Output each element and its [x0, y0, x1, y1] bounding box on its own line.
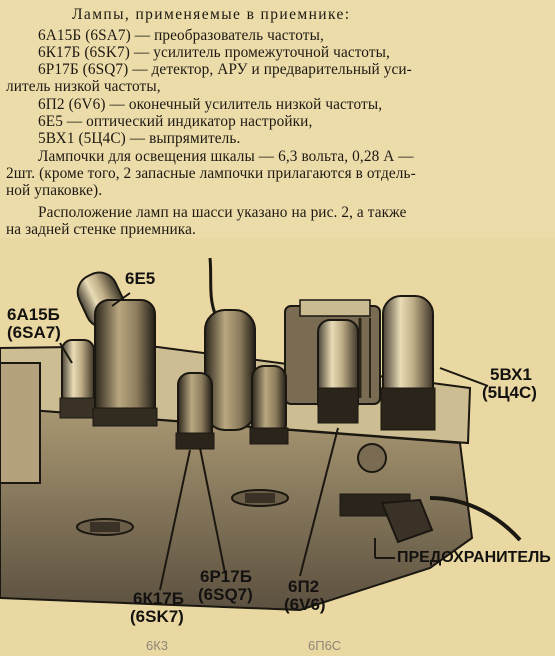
lamp-line-1: Лампочки для освещения шкалы — 6,3 вольт…: [38, 148, 414, 165]
label-5c4s: (5Ц4С): [482, 383, 537, 402]
tube-6k17b: [175, 372, 215, 450]
socket-1: [76, 518, 134, 536]
label-fuse: ПРЕДОХРАНИТЕЛЬ: [397, 549, 551, 566]
label-6sq7: (6SQ7): [198, 585, 253, 604]
label-6e5: 6Е5: [125, 269, 156, 288]
tube-line-3: 6Р17Б (6SQ7) — детектор, АРУ и предварит…: [38, 61, 412, 78]
label-6v6: (6V6): [284, 595, 326, 614]
tube-5vx1: [380, 295, 436, 431]
tubes-heading: Лампы, применяемые в приемнике:: [72, 6, 351, 23]
tube-6r17b: [249, 365, 289, 445]
label-6a15b: 6А15Б: [7, 305, 60, 324]
tube-line-2: 6К17Б (6SK7) — усилитель промежуточной ч…: [38, 44, 390, 61]
tube-line-5: 6П2 (6V6) — оконечный усилитель низкой ч…: [38, 96, 383, 113]
tube-6p2: [317, 319, 359, 424]
location-line-2: на задней стенке приемника.: [6, 221, 196, 238]
shield-can-1: [92, 299, 158, 427]
label-5vx1: 5ВХ1: [490, 365, 532, 384]
chassis-figure: 6Е5 6А15Б (6SA7) 5ВХ1 (5Ц4С) ПРЕДОХРАНИТ…: [0, 238, 555, 656]
label-6k17b: 6К17Б: [133, 589, 184, 608]
lamp-line-2: 2шт. (кроме того, 2 запасные лампочки пр…: [6, 165, 416, 182]
bracket: [380, 498, 434, 544]
tube-line-7: 5ВХ1 (5Ц4С) — выпрямитель.: [38, 130, 241, 147]
tube-line-6: 6Е5 — оптический индикатор настройки,: [38, 113, 313, 130]
lamp-line-3: ной упаковке).: [6, 182, 103, 199]
round-connector: [357, 443, 387, 473]
label-6r17b: 6Р17Б: [200, 567, 252, 586]
socket-2: [231, 489, 289, 507]
label-6sk7: (6SK7): [130, 607, 184, 626]
location-line-1: Расположение ламп на шасси указано на ри…: [38, 204, 407, 221]
pencil-note-6k3: 6К3: [146, 638, 169, 653]
label-6p2: 6П2: [288, 577, 320, 596]
chassis-drawing: [0, 257, 522, 612]
pencil-note-6p6s: 6П6С: [308, 638, 342, 653]
tube-line-1: 6А15Б (6SA7) — преобразователь частоты,: [38, 27, 324, 44]
tube-line-4: литель низкой частоты,: [6, 78, 161, 95]
side-panel: [0, 362, 41, 484]
label-6sa7: (6SA7): [7, 323, 61, 342]
wire: [208, 257, 218, 317]
text-block: Лампы, применяемые в приемнике: 6А15Б (6…: [0, 0, 555, 238]
cable: [429, 496, 522, 542]
